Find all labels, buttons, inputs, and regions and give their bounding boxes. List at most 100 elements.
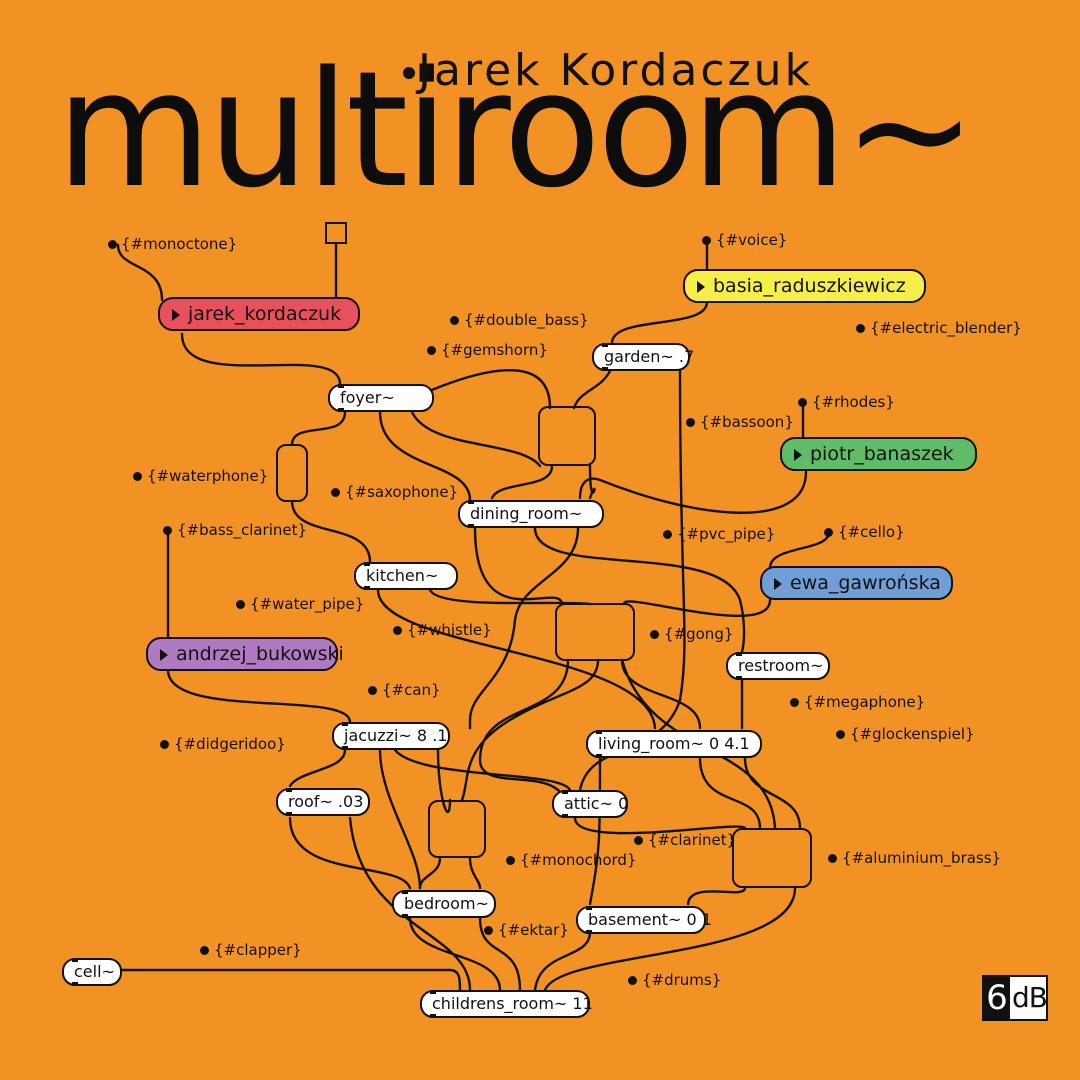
patch-cord: [490, 464, 554, 500]
patch-cord: [288, 748, 347, 788]
bullet-voice: [702, 236, 711, 245]
patch-cord: [478, 916, 522, 992]
player-jarek[interactable]: jarek_kordaczuk: [158, 297, 360, 331]
msg-whistle[interactable]: {#whistle}: [407, 621, 492, 639]
msg-monochord[interactable]: {#monochord}: [520, 851, 637, 869]
crossfade-switch-waterphone: [276, 444, 308, 502]
player-basia[interactable]: basia_raduszkiewicz: [683, 269, 926, 303]
room-roof[interactable]: roof~ .03: [276, 788, 370, 816]
msg-waterphone[interactable]: {#waterphone}: [147, 467, 269, 485]
msg-drums[interactable]: {#drums}: [642, 971, 722, 989]
msg-bassoon[interactable]: {#bassoon}: [700, 413, 794, 431]
patch-cord: [588, 756, 602, 906]
bullet-whistle: [393, 626, 402, 635]
bullet-rhodes: [798, 398, 807, 407]
patch-cord: [578, 470, 808, 514]
crossfade-switch-monochord: [428, 800, 486, 858]
msg-clapper[interactable]: {#clapper}: [214, 941, 302, 959]
patch-cord: [378, 748, 422, 890]
patch-cord: [410, 410, 542, 468]
player-andrzej[interactable]: andrzej_bukowski: [146, 637, 344, 671]
room-foyer[interactable]: foyer~: [328, 384, 434, 412]
patch-cord: [620, 658, 702, 730]
msg-monoctone[interactable]: {#monoctone}: [121, 235, 238, 253]
bullet-monochord: [506, 856, 515, 865]
room-restroom[interactable]: restroom~: [726, 652, 830, 680]
patch-cord: [533, 930, 592, 992]
bullet-pvc-pipe: [663, 530, 672, 539]
patch-cord: [468, 526, 580, 730]
room-childrens[interactable]: childrens_room~ 11: [420, 990, 593, 1018]
patch-cord: [408, 916, 502, 992]
room-kitchen[interactable]: kitchen~: [354, 562, 458, 590]
bullet-saxophone: [331, 488, 340, 497]
patch-cord: [378, 410, 472, 502]
patch-cord: [468, 856, 482, 890]
label-logo-six: 6: [984, 977, 1010, 1019]
patch-cord: [768, 530, 831, 570]
player-piotr[interactable]: piotr_banaszek: [780, 437, 977, 471]
bullet-water-pipe: [236, 600, 245, 609]
crossfade-switch-gemshorn: [538, 406, 596, 466]
bullet-electric-blender: [856, 324, 865, 333]
bullet-gemshorn: [427, 346, 436, 355]
bullet-monoctone: [108, 240, 117, 249]
room-bedroom[interactable]: bedroom~: [392, 890, 496, 918]
msg-clarinet[interactable]: {#clarinet}: [648, 831, 737, 849]
patch-cord: [460, 658, 600, 802]
bullet-cello: [824, 528, 833, 537]
bullet-ektar: [484, 926, 493, 935]
patch-cord: [698, 756, 762, 830]
patch-cord: [686, 886, 747, 906]
label-logo-db: dB: [1012, 981, 1048, 1014]
bullet-bass-clarinet: [163, 526, 172, 535]
bullet-didgeridoo: [160, 740, 169, 749]
bullet-clarinet: [634, 836, 643, 845]
room-garden[interactable]: garden~ .7: [592, 343, 694, 371]
bullet-megaphone: [790, 698, 799, 707]
msg-gemshorn[interactable]: {#gemshorn}: [441, 341, 548, 359]
msg-aluminium-brass[interactable]: {#aluminium_brass}: [842, 849, 1002, 867]
msg-electric-blender[interactable]: {#electric_blender}: [870, 319, 1022, 337]
patch-cord: [473, 526, 564, 606]
msg-saxophone[interactable]: {#saxophone}: [345, 483, 459, 501]
bullet-waterphone: [133, 472, 142, 481]
patch-cord: [418, 856, 442, 890]
msg-bass-clarinet[interactable]: {#bass_clarinet}: [177, 521, 308, 539]
msg-glockenspiel[interactable]: {#glockenspiel}: [850, 725, 975, 743]
msg-cello[interactable]: {#cello}: [838, 523, 905, 541]
room-dining[interactable]: dining_room~: [458, 500, 604, 528]
patch-cord: [478, 658, 570, 794]
bullet-glockenspiel: [836, 730, 845, 739]
msg-water-pipe[interactable]: {#water_pipe}: [250, 595, 365, 613]
bullet-gong: [650, 630, 659, 639]
msg-voice[interactable]: {#voice}: [716, 231, 788, 249]
msg-pvc-pipe[interactable]: {#pvc_pipe}: [677, 525, 776, 543]
msg-megaphone[interactable]: {#megaphone}: [804, 693, 926, 711]
bullet-aluminium-brass: [828, 854, 837, 863]
patch-cord: [180, 332, 342, 386]
bullet-bassoon: [686, 418, 695, 427]
msg-double-bass[interactable]: {#double_bass}: [464, 311, 589, 329]
patch-cord: [572, 369, 612, 410]
crossfade-switch-gong: [555, 603, 635, 661]
label-logo: 6 dB: [982, 975, 1048, 1021]
msg-didgeridoo[interactable]: {#didgeridoo}: [174, 735, 286, 753]
patch-cord: [376, 588, 657, 730]
patch-cord: [166, 668, 352, 724]
toggle-box[interactable]: [325, 222, 347, 244]
room-cell[interactable]: cell~: [62, 958, 122, 986]
room-basement[interactable]: basement~ 0 1: [576, 906, 712, 934]
player-ewa[interactable]: ewa_gawrońska: [760, 566, 953, 600]
patch-cord: [288, 816, 412, 890]
msg-ektar[interactable]: {#ektar}: [498, 921, 569, 939]
msg-gong[interactable]: {#gong}: [664, 625, 734, 643]
patch-cord: [573, 816, 747, 835]
room-attic[interactable]: attic~ 0: [552, 790, 628, 818]
room-jacuzzi[interactable]: jacuzzi~ 8 .1: [332, 722, 450, 750]
msg-can[interactable]: {#can}: [382, 681, 441, 699]
room-living[interactable]: living_room~ 0 4.1: [586, 730, 762, 758]
patch-cord: [116, 243, 164, 302]
msg-rhodes[interactable]: {#rhodes}: [812, 393, 895, 411]
bullet-drums: [628, 976, 637, 985]
